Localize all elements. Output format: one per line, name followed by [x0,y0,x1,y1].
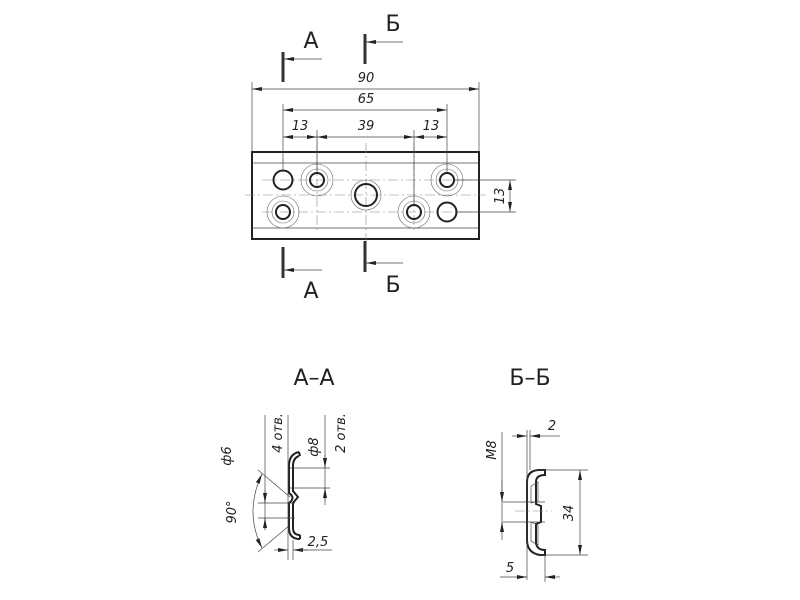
dim-middle-pitch: 39 [358,119,375,134]
section-a-title: А–А [293,366,334,391]
dim-wall: 2 [548,419,556,434]
section-a-profile [288,451,301,540]
section-b-title: Б–Б [509,366,550,391]
dim-small-hole-dia: ф6 [220,446,235,465]
section-a-view: А–А ф6 4 отв. ф8 2 отв. 90° 2,5 [220,366,349,560]
section-a-label-top: А [303,29,318,54]
section-a-label-bottom: А [303,279,318,304]
section-b-label-top: Б [385,12,400,37]
dim-thickness: 2,5 [308,535,329,550]
section-b-label-bottom: Б [385,273,400,298]
plate-outline [251,151,480,240]
section-b-view: Б–Б 2 М8 34 5 [485,366,588,582]
hole-threaded-center [350,179,382,211]
dim-row-spacing: 13 [493,188,508,205]
hole-countersunk [266,195,300,229]
dim-small-hole-count: 4 отв. [271,413,286,453]
dim-hole-span: 65 [358,92,375,107]
dim-large-hole-count: 2 отв. [334,413,349,453]
dim-large-hole-dia: ф8 [307,437,322,456]
dim-depth: 5 [506,561,514,576]
dim-height: 34 [562,505,577,522]
plan-view: 90 65 13 39 13 13 А Б А Б [245,12,516,304]
dim-overall-length: 90 [358,71,375,86]
dim-right-pitch: 13 [423,119,440,134]
dim-left-pitch: 13 [292,119,309,134]
dim-countersink-angle: 90° [225,500,240,523]
dim-thread: М8 [485,440,500,460]
